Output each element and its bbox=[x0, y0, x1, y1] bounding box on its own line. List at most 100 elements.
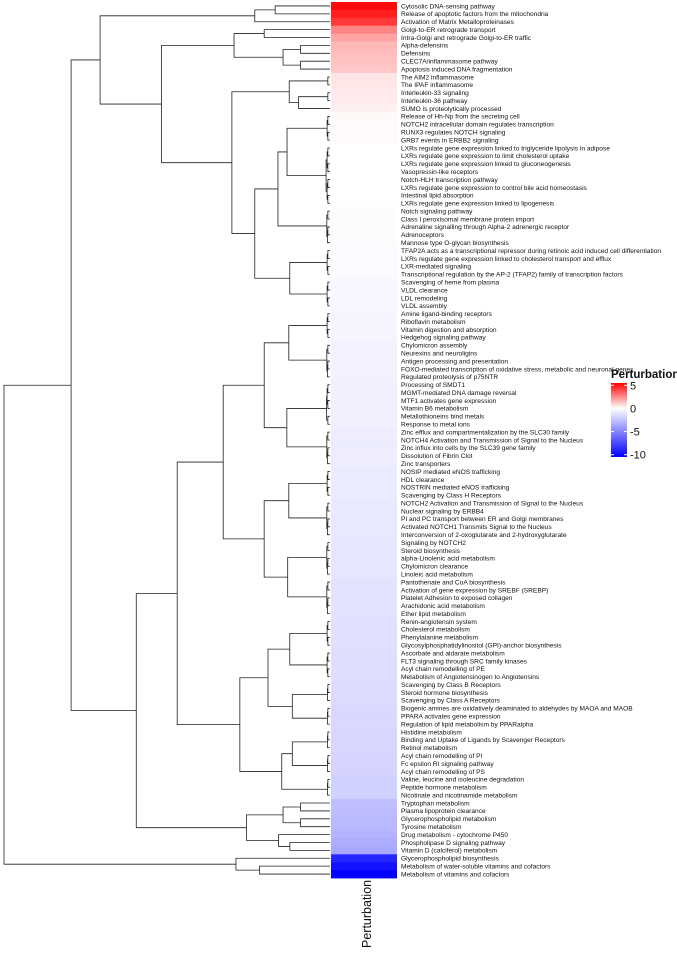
heatmap-cell bbox=[331, 491, 397, 500]
dendrogram-branch bbox=[327, 400, 330, 409]
heatmap-cell bbox=[331, 183, 397, 192]
heatmap-cells bbox=[331, 2, 397, 879]
row-label: Transcriptional regulation by the AP-2 (… bbox=[401, 272, 624, 279]
dendrogram-branch bbox=[267, 648, 293, 707]
heatmap-cell bbox=[331, 854, 397, 863]
heatmap-cell bbox=[331, 514, 397, 524]
row-label: Glycerophospholipid biosynthesis bbox=[401, 856, 500, 863]
row-label: Acyl chain remodelling of PI bbox=[401, 753, 483, 760]
row-label: Retinol metabolism bbox=[401, 745, 458, 752]
heatmap-cell bbox=[331, 404, 397, 413]
legend-color-bar bbox=[611, 383, 627, 457]
row-label: LXRs regulate gene expression to control… bbox=[401, 185, 588, 192]
heatmap-cell bbox=[331, 128, 397, 137]
row-label: Chylomicron clearance bbox=[401, 564, 468, 571]
row-label: Phenylalanine metabolism bbox=[401, 635, 478, 642]
row-label: Defensins bbox=[401, 51, 431, 58]
row-label: LXRs regulate gene expression to limit c… bbox=[401, 153, 570, 160]
row-label: Signaling by NOTCH2 bbox=[401, 540, 466, 547]
heatmap-cell bbox=[331, 222, 397, 232]
dendrogram-branch bbox=[282, 48, 301, 66]
dendrogram-branch bbox=[281, 753, 328, 790]
heatmap-cell bbox=[331, 846, 397, 855]
dendrogram-branch bbox=[327, 652, 330, 662]
heatmap-cell bbox=[331, 775, 397, 784]
row-label: Metabolism of vitamins and cofactors bbox=[401, 871, 510, 878]
dendrogram-branch bbox=[327, 265, 330, 275]
heatmap-cell bbox=[331, 88, 397, 98]
dendrogram-branch bbox=[282, 806, 301, 824]
dendrogram-branch bbox=[231, 91, 290, 234]
row-label: Activated NOTCH1 Transmits Signal to the… bbox=[401, 524, 552, 531]
heatmap-cell bbox=[331, 238, 397, 248]
dendrogram-branch bbox=[291, 741, 328, 766]
dendrogram-branch bbox=[327, 451, 330, 465]
row-label: Regulated proteolysis of p75NTR bbox=[401, 374, 498, 381]
heatmap-cell bbox=[331, 159, 397, 169]
dendrogram-branch bbox=[327, 297, 330, 307]
dendrogram-branch bbox=[263, 342, 289, 429]
heatmap-cell bbox=[331, 806, 397, 816]
heatmap-cell bbox=[331, 657, 397, 666]
row-label: Metabolism of water-soluble vitamins and… bbox=[401, 863, 551, 870]
heatmap-cell bbox=[331, 546, 397, 555]
heatmap-cell bbox=[331, 822, 397, 832]
heatmap-cell bbox=[331, 538, 397, 547]
dendrogram-branch bbox=[327, 281, 330, 291]
row-label: Mannose type O-glycan biosynthesis bbox=[401, 240, 509, 247]
dendrogram-branch bbox=[289, 842, 330, 851]
heatmap-cell bbox=[331, 483, 397, 492]
row-label: Apoptosis induced DNA fragmentation bbox=[401, 66, 513, 73]
row-label: Interleukin-36 pathway bbox=[401, 98, 468, 105]
row-label: LXRs regulate gene expression linked to … bbox=[401, 201, 555, 208]
heatmap-cell bbox=[331, 57, 397, 66]
row-label: Tryptophan metabolism bbox=[401, 800, 470, 807]
dendrogram-branch bbox=[327, 782, 330, 796]
dendrogram-branch bbox=[288, 483, 328, 519]
heatmap-cell bbox=[331, 625, 397, 634]
row-label: Intra-Golgi and retrograde Golgi-to-ER t… bbox=[401, 35, 532, 42]
row-label: Hedgehog signaling pathway bbox=[401, 335, 486, 342]
heatmap-cell bbox=[331, 570, 397, 579]
color-legend: Perturbation 50-5-10 bbox=[611, 369, 677, 462]
dendrogram-branch bbox=[239, 677, 282, 772]
row-label: Vitamin D (calciferol) metabolism bbox=[401, 848, 498, 855]
dendrogram-branch bbox=[327, 250, 330, 259]
row-label: Glycosylphosphatidylinositol (GPI)-ancho… bbox=[401, 642, 562, 649]
legend-tick-label: 5 bbox=[630, 380, 636, 392]
row-label: LXRs regulate gene expression linked to … bbox=[401, 161, 571, 168]
row-label: LXRs regulate gene expression linked to … bbox=[401, 256, 612, 263]
row-label: Notch-HLH transcription pathway bbox=[401, 177, 498, 184]
dendrogram-branch bbox=[254, 9, 330, 23]
heatmap-cell bbox=[331, 696, 397, 705]
dendrogram-branch bbox=[327, 163, 330, 173]
row-label: Metabolism of Angiotensinogen to Angiote… bbox=[401, 674, 540, 681]
heatmap-cell bbox=[331, 475, 397, 484]
dendrogram-branch bbox=[327, 542, 330, 551]
row-label: Zinc efflux and compartmentalization by … bbox=[401, 429, 570, 436]
dendrogram-branch bbox=[327, 415, 330, 425]
row-label: Ascorbate and aldarate metabolism bbox=[401, 650, 505, 657]
heatmap-cell bbox=[331, 17, 397, 27]
heatmap-cell bbox=[331, 499, 397, 508]
heatmap-cell bbox=[331, 199, 397, 208]
dendrogram-branch bbox=[327, 707, 330, 717]
heatmap-cell bbox=[331, 467, 397, 476]
legend-tick-label: 0 bbox=[630, 403, 636, 415]
dendrogram-branch bbox=[327, 116, 330, 125]
row-label: Nicotinate and nicotinamide metabolism bbox=[401, 792, 518, 799]
row-dendrogram bbox=[3, 5, 330, 875]
dendrogram-branch bbox=[300, 802, 330, 812]
heatmap-cell bbox=[331, 641, 397, 650]
dendrogram-branch bbox=[327, 778, 330, 788]
row-label: Class I peroxisomal membrane protein imp… bbox=[401, 216, 534, 223]
dendrogram-branch bbox=[327, 431, 330, 441]
row-label: Scavenging of heme from plasma bbox=[401, 279, 500, 286]
heatmap-cell bbox=[331, 341, 397, 350]
row-label: Renin-angiotensin system bbox=[401, 619, 477, 626]
heatmap-cell bbox=[331, 73, 397, 82]
dendrogram-branch bbox=[327, 711, 330, 725]
dendrogram-branch bbox=[327, 561, 330, 575]
